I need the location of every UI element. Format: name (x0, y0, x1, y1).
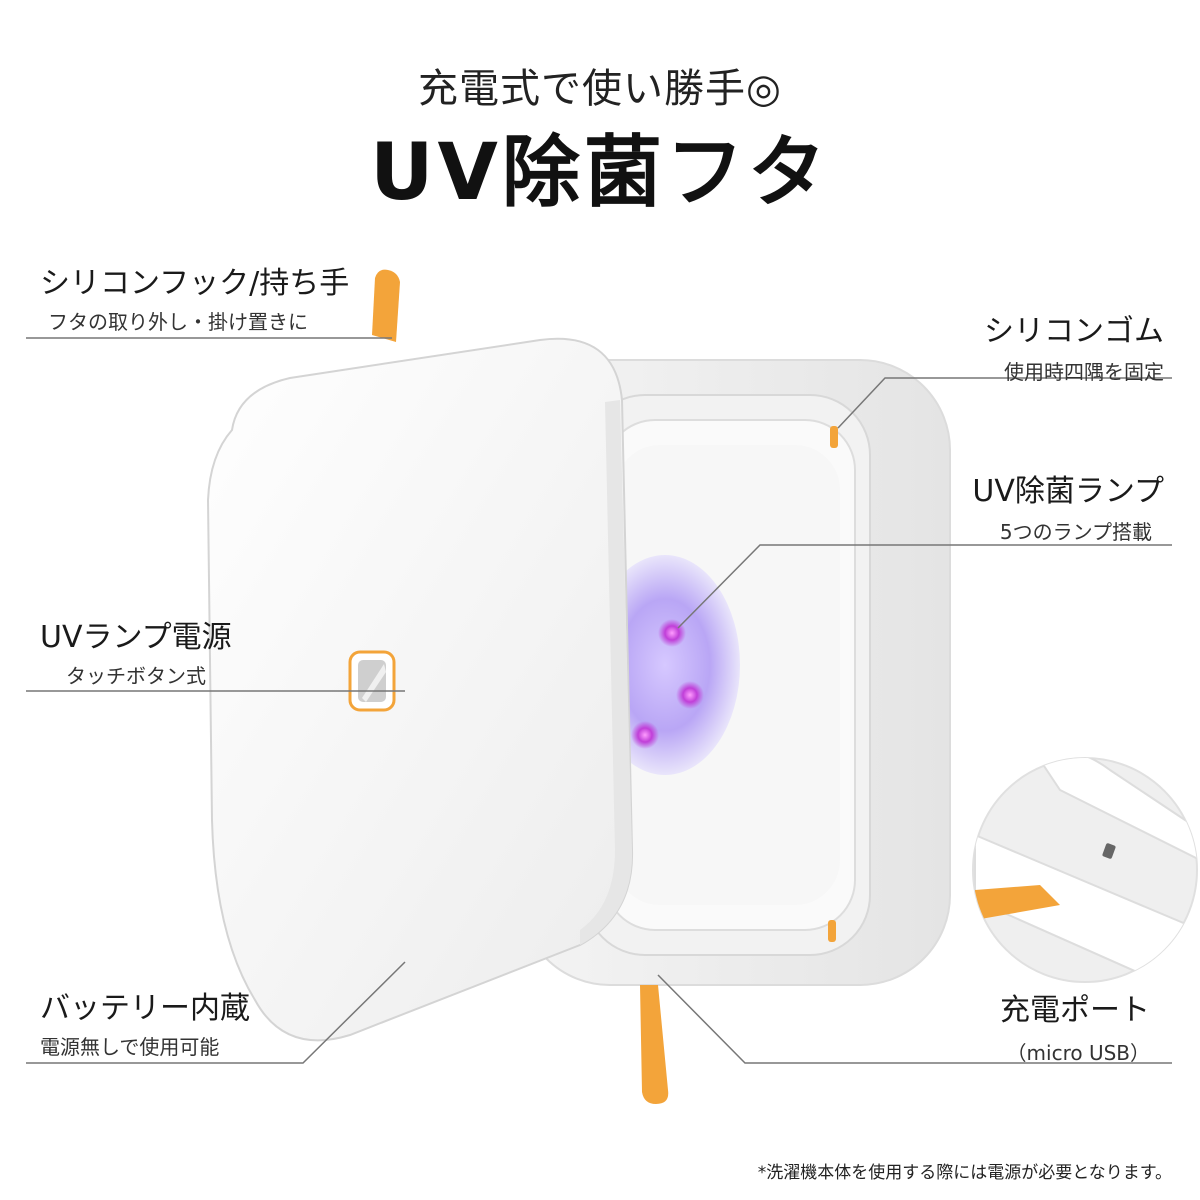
callout-power-title: UVランプ電源 (40, 620, 232, 655)
callout-port-desc: （micro USB） (1006, 1041, 1150, 1065)
silicone-rubber-corner (830, 426, 838, 448)
callout-line-lamp (677, 544, 1172, 629)
callout-power: UVランプ電源 タッチボタン式 (40, 612, 232, 689)
callout-line-battery (26, 961, 406, 1064)
callout-lamp-title: UV除菌ランプ (972, 474, 1164, 509)
callout-rubber-title: シリコンゴム (984, 314, 1164, 349)
touch-button[interactable] (348, 650, 396, 712)
callout-lamp-desc: 5つのランプ搭載 (999, 520, 1152, 544)
callout-rubber-desc: 使用時四隅を固定 (1004, 360, 1164, 384)
callout-hook: シリコンフック/持ち手 フタの取り外し・掛け置きに (40, 258, 349, 335)
uv-lamp-dot (676, 681, 704, 709)
callout-battery-title: バッテリー内蔵 (40, 991, 250, 1026)
silicone-hook-top (372, 269, 400, 342)
page-subtitle: 充電式で使い勝手◎ (418, 66, 782, 112)
silicone-hook-bottom (640, 985, 669, 1104)
callout-rubber: シリコンゴム 使用時四隅を固定 (984, 306, 1164, 385)
callout-battery: バッテリー内蔵 電源無しで使用可能 (40, 983, 250, 1060)
callout-hook-desc: フタの取り外し・掛け置きに (48, 310, 308, 334)
callout-line-rubber (837, 377, 1172, 429)
callout-hook-title: シリコンフック/持ち手 (40, 266, 350, 301)
uv-lamp-dot (631, 721, 659, 749)
lid-cover (206, 337, 634, 1042)
callout-port: 充電ポート （micro USB） (1000, 985, 1150, 1066)
callout-line-port (657, 974, 1172, 1064)
callout-battery-desc: 電源無しで使用可能 (40, 1035, 220, 1059)
page-title: UV除菌フタ (370, 128, 830, 218)
callout-port-title: 充電ポート (1000, 993, 1150, 1028)
micro-usb-port (1102, 843, 1116, 859)
silicone-rubber-corner (828, 920, 836, 942)
callout-power-desc: タッチボタン式 (66, 664, 206, 688)
callout-lamp: UV除菌ランプ 5つのランプ搭載 (972, 466, 1164, 545)
charging-port-zoom (972, 757, 1198, 983)
callout-lines (26, 337, 1172, 1064)
footnote: *洗濯機本体を使用する際には電源が必要となります。 (757, 1163, 1172, 1183)
